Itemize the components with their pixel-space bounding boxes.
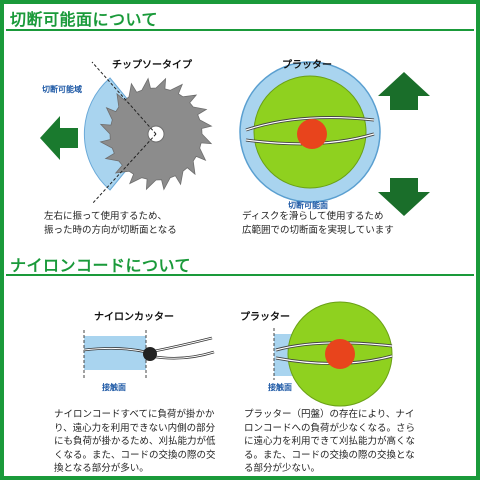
platter-caption-top: ディスクを滑らして使用するため 広範囲での切断面を実現しています	[242, 211, 394, 236]
nylon-contact-label: 接触面	[102, 383, 126, 392]
nylon-caption: ナイロンコードすべてに負荷が掛かか り、遠心力を利用できない内側の部分 にも負荷…	[54, 409, 216, 474]
platter-hub-bottom	[325, 339, 355, 369]
chipsaw-label: チップソータイプ	[112, 60, 192, 71]
swing-line-lower	[91, 133, 157, 205]
left-arrow-icon	[40, 116, 78, 160]
nylon-label: ナイロンカッター	[94, 312, 174, 323]
nylon-contact-zone	[84, 336, 146, 370]
platter-caption-bottom: プラッター（円盤）の存在により、ナイ ロンコードへの負荷が少なくなる。さら に遠…	[244, 409, 416, 474]
section1-title: 切断可能面について	[10, 10, 159, 29]
platter-contact-label: 接触面	[268, 383, 292, 392]
section2-title: ナイロンコードについて	[10, 256, 192, 275]
section2-divider	[6, 274, 474, 276]
platter-label-top: プラッター	[282, 60, 332, 71]
swing-line-upper	[91, 61, 157, 135]
section1-divider	[6, 29, 474, 31]
down-arrow-icon	[378, 178, 430, 216]
chipsaw-caption: 左右に振って使用するため、 振った時の方向が切断面となる	[44, 211, 177, 236]
platter-label-bottom: プラッター	[240, 312, 290, 323]
up-arrow-icon	[378, 72, 430, 110]
platter-hub	[297, 119, 327, 149]
chipsaw-area-label: 切断可能域	[42, 85, 82, 94]
nylon-hub	[143, 347, 157, 361]
platter-area-label: 切断可能面	[288, 201, 328, 210]
